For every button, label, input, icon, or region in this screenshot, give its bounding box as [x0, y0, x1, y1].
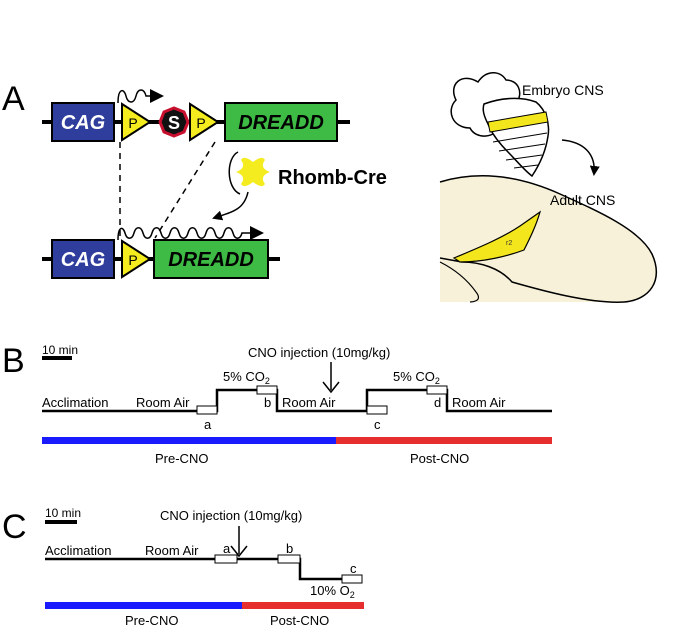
cno-arrow-head-b — [322, 381, 340, 394]
co2-label-1-b: 5% CO2 — [223, 369, 270, 386]
adult-r2-region — [452, 210, 542, 263]
construct-recombined: CAG P DREADD — [42, 226, 280, 279]
stop-label: S — [168, 113, 180, 133]
acclimation-label-c: Acclimation — [45, 543, 111, 558]
adult-cns-illustration: r2 Adult CNS — [439, 175, 658, 303]
pre-cno-bar-c — [45, 602, 242, 609]
panel-c-letter: C — [2, 508, 27, 546]
window-c-b — [366, 405, 388, 415]
loxp-2 — [189, 102, 220, 142]
panel-b: B 10 min CNO injection (10mg/kg) a b c d… — [2, 342, 552, 466]
loxp-1 — [121, 102, 152, 142]
transcription-wave-bottom — [117, 227, 250, 241]
pre-cno-label-b: Pre-CNO — [155, 451, 208, 466]
cag-box-2 — [51, 239, 115, 279]
adult-brain-lower — [439, 261, 480, 303]
cre-label: Rhomb-Cre — [278, 167, 387, 189]
transcription-arrow-bottom — [250, 226, 264, 240]
post-cno-label-b: Post-CNO — [410, 451, 469, 466]
acclimation-label-b: Acclimation — [42, 395, 108, 410]
marker-b-b: b — [264, 395, 271, 410]
dreadd-label: DREADD — [238, 112, 324, 134]
adult-brain-fill — [440, 175, 657, 302]
dreadd-box-2 — [153, 239, 269, 279]
transcription-arrow-top — [150, 89, 164, 103]
marker-a-b: a — [204, 417, 212, 432]
window-a-c — [214, 554, 238, 564]
window-b-c — [277, 554, 301, 564]
embryo-hindbrain — [482, 97, 550, 178]
protocol-trace-c — [45, 557, 362, 581]
loxp-3 — [121, 239, 152, 279]
embryo-label: Embryo CNS — [522, 82, 604, 98]
dashed-line-right — [154, 141, 216, 239]
panel-b-letter: B — [2, 342, 25, 380]
cag-label: CAG — [61, 112, 105, 134]
cno-injection-label-c: CNO injection (10mg/kg) — [160, 508, 302, 523]
cre-recombinase-icon — [236, 157, 270, 187]
adult-r2-label: r2 — [506, 240, 512, 247]
scale-label-c: 10 min — [45, 506, 81, 520]
dreadd-box — [224, 102, 338, 142]
pre-cno-label-c: Pre-CNO — [125, 613, 178, 628]
cag-label-2: CAG — [61, 249, 105, 271]
pre-cno-bar-b — [42, 437, 336, 444]
panel-c: C 10 min CNO injection (10mg/kg) a b c A… — [2, 506, 364, 628]
marker-c-b: c — [374, 417, 381, 432]
dreadd-label-2: DREADD — [168, 249, 254, 271]
window-d-b — [426, 385, 448, 395]
o2-label-c: 10% O2 — [310, 583, 355, 600]
marker-c-c: c — [350, 561, 357, 576]
post-cno-bar-b — [336, 437, 552, 444]
marker-b-c: b — [286, 541, 293, 556]
room-air-2-b: Room Air — [282, 395, 336, 410]
loxp-1-label: P — [128, 115, 137, 131]
embryo-stripe-3 — [505, 154, 543, 161]
room-air-3-b: Room Air — [452, 395, 506, 410]
embryo-stripe-2 — [498, 143, 546, 152]
adult-brain-outline — [439, 175, 658, 303]
loxp-2-label: P — [196, 115, 205, 131]
embryo-cns-illustration: Embryo CNS — [450, 72, 604, 178]
post-cno-label-c: Post-CNO — [270, 613, 329, 628]
embryo-r2-band — [487, 111, 549, 133]
transcription-wave-top — [117, 89, 150, 104]
marker-d-b: d — [434, 395, 441, 410]
cno-injection-label-b: CNO injection (10mg/kg) — [248, 345, 390, 360]
window-b-b — [256, 385, 278, 395]
cre-arrow — [212, 191, 249, 221]
room-air-label-c: Room Air — [145, 543, 199, 558]
post-cno-bar-c — [242, 602, 364, 609]
scale-label-b: 10 min — [42, 343, 78, 357]
window-a-b — [196, 405, 218, 415]
construct-unrecombined: CAG P S P DREADD — [42, 89, 350, 142]
window-c-c — [341, 574, 363, 584]
cre-arc-in — [228, 151, 241, 195]
adult-label: Adult CNS — [550, 192, 615, 208]
embryo-stripe-1 — [492, 132, 548, 143]
panel-a-letter: A — [2, 80, 25, 118]
cno-arrow-head-c — [230, 545, 248, 558]
development-arrow — [561, 139, 600, 176]
stop-octagon — [158, 106, 190, 138]
cag-box — [51, 102, 115, 142]
panel-a: A CAG P S P DREADD Rhomb-Cre — [2, 72, 658, 303]
marker-a-c: a — [223, 541, 231, 556]
protocol-trace-b — [42, 388, 552, 413]
loxp-3-label: P — [128, 252, 137, 268]
co2-label-2-b: 5% CO2 — [393, 369, 440, 386]
embryo-stripe-4 — [513, 164, 539, 169]
room-air-1-b: Room Air — [136, 395, 190, 410]
